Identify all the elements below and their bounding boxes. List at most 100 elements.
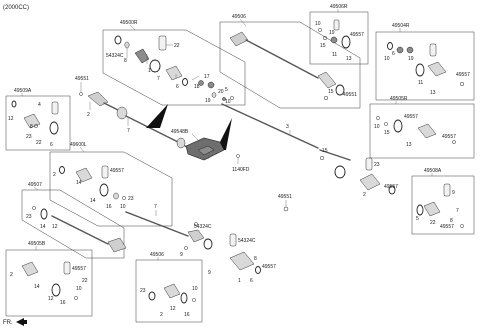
box-label-49500r: 49500R: [120, 20, 138, 26]
callout-49557-49506: 49551: [343, 92, 357, 98]
callout-12-l4: 16: [60, 300, 66, 306]
front-label: FR.: [3, 320, 13, 326]
callout-6-cb: 6: [250, 278, 253, 284]
callout-7-cb: 9: [208, 270, 211, 276]
box-label-49507: 49507: [28, 182, 42, 188]
callout-5-cb: 8: [254, 256, 257, 262]
callout-22: 22: [174, 43, 180, 49]
callout-11-r1: 11: [332, 52, 337, 58]
box-49506: 49506 15 49551: [219, 14, 361, 109]
box-49509a: 49509A 4 12 8 23 22 6: [5, 88, 71, 151]
box-label-49506: 49506: [232, 14, 246, 20]
callout-7-l1: 22: [36, 140, 42, 146]
callout-49551-top: 49551: [75, 76, 89, 82]
callout-19-r2: 19: [408, 56, 414, 62]
callout-2-l2: 14: [76, 180, 82, 186]
callout-6: 6: [176, 84, 179, 90]
callout-49548b: 49548B: [171, 129, 189, 135]
callout-54324c-cb: 49557: [262, 264, 276, 270]
callout-49557-r1: 49557: [350, 32, 364, 38]
callout-12-l5: 12: [170, 306, 176, 312]
callout-4: 7: [154, 204, 157, 210]
box-49505r: 49505R 10 15 49557 13 49557: [369, 96, 475, 159]
callout-15-r3: 15: [384, 130, 390, 136]
callout-18: 18: [194, 84, 200, 90]
callout-9-cb: 9: [180, 252, 183, 258]
box-49600l: 49600L 49557 2 14 14 16 10 23: [49, 142, 173, 227]
callout-5-r4: 8: [450, 218, 453, 224]
bracket-49548b: 49548B 1140FD: [171, 129, 250, 173]
callout-11-r2: 11: [418, 80, 423, 86]
box-49500r: 49500R 22 8 54324C 1 7 6 18 17 19 20 5 1…: [102, 20, 246, 106]
callout-15-49506: 15: [328, 89, 334, 95]
callout-10-l5: 10: [192, 286, 198, 292]
callout-10-l2: 23: [128, 196, 134, 202]
callout-49557-l5: 23: [140, 288, 146, 294]
callout-10-r1: 10: [315, 21, 321, 27]
callout-6-l1: 6: [50, 142, 53, 148]
callout-19-r1: 19: [329, 30, 335, 36]
shaft-3: 3: [221, 103, 351, 161]
box-49506-bottom: 49506 23 12 16 10 2: [135, 252, 203, 323]
callout-17: 17: [204, 74, 210, 80]
callout-14-l3: 14: [40, 224, 46, 230]
box-label-49509a: 49509A: [14, 88, 32, 94]
box-label-49505r: 49505R: [390, 96, 408, 102]
callout-16-l4: 10: [76, 286, 82, 292]
callout-23-l4: 49557: [72, 266, 86, 272]
callout-14-l2: 14: [90, 198, 96, 204]
callout-23-mid: 23: [374, 162, 380, 168]
callout-3: 3: [286, 124, 289, 130]
box-49508a: 49508A 9 7 22 49557 5 8: [411, 168, 475, 235]
callout-22-cb: 54324C: [238, 238, 256, 244]
callout-5: 5: [225, 87, 228, 93]
front-indicator: FR.: [3, 318, 27, 326]
callout-1140fd: 1140FD: [232, 167, 250, 173]
callout-6-r2: 6: [392, 51, 395, 57]
box-label-49506-bottom: 49506: [150, 252, 164, 258]
callout-7-axle: 7: [127, 128, 130, 134]
callout-13-r2: 13: [430, 90, 436, 96]
callout-22-r4: 9: [452, 190, 455, 196]
callout-6-r4: 22: [430, 220, 436, 226]
callout-8-l1: 23: [26, 134, 32, 140]
callout-49557-r3a: 49557: [404, 114, 418, 120]
callout-49557-l1: 12: [8, 116, 14, 122]
callout-9-r4: 49557: [440, 224, 454, 230]
callout-1: 1: [148, 68, 151, 74]
box-49507: 49507 23 14 12: [21, 182, 127, 259]
right-middle-assembly: 15 23 2 49557: [319, 148, 398, 198]
callout-15-r1: 15: [320, 43, 326, 49]
callout-2-l4: 14: [34, 284, 40, 290]
callout-2-mid: 2: [363, 192, 366, 198]
main-axle-assembly: 49551 2 7: [75, 76, 232, 159]
callout-49557-l4: 2: [10, 272, 13, 278]
box-label-49600l: 49600L: [70, 142, 87, 148]
box-label-49506r: 49506R: [330, 4, 348, 10]
front-arrow-icon: [16, 318, 27, 326]
callout-8-cb: 54324C: [194, 224, 212, 230]
shaft-4: 7: [125, 204, 205, 243]
callout-49557-l2: 2: [53, 172, 56, 178]
callout-13-r1: 13: [346, 56, 352, 62]
callout-2-axle: 2: [87, 112, 90, 118]
callout-22-l1: 4: [38, 102, 41, 108]
callout-20: 20: [218, 89, 224, 95]
box-49504r: 49504R 10 6 19 11 13 49557: [375, 23, 475, 101]
callout-14-l4: 12: [48, 296, 54, 302]
callout-5-l1: 8: [30, 124, 33, 130]
callout-2-l5: 2: [160, 312, 163, 318]
callout-7-r4: 5: [416, 216, 419, 222]
callout-1-cb: 1: [238, 278, 241, 284]
callout-54324c: 54324C: [106, 53, 124, 59]
callout-15-mid: 15: [322, 148, 328, 154]
callout-13-r3: 13: [406, 142, 412, 148]
callout-23-l2: 49557: [110, 168, 124, 174]
callout-7: 7: [157, 76, 160, 82]
callout-49551-right: 49551: [278, 194, 292, 200]
callout-49557-r2: 49557: [456, 72, 470, 78]
callout-16-l2: 10: [120, 204, 126, 210]
callout-8: 8: [124, 58, 127, 64]
engine-label: (2000CC): [3, 5, 29, 11]
